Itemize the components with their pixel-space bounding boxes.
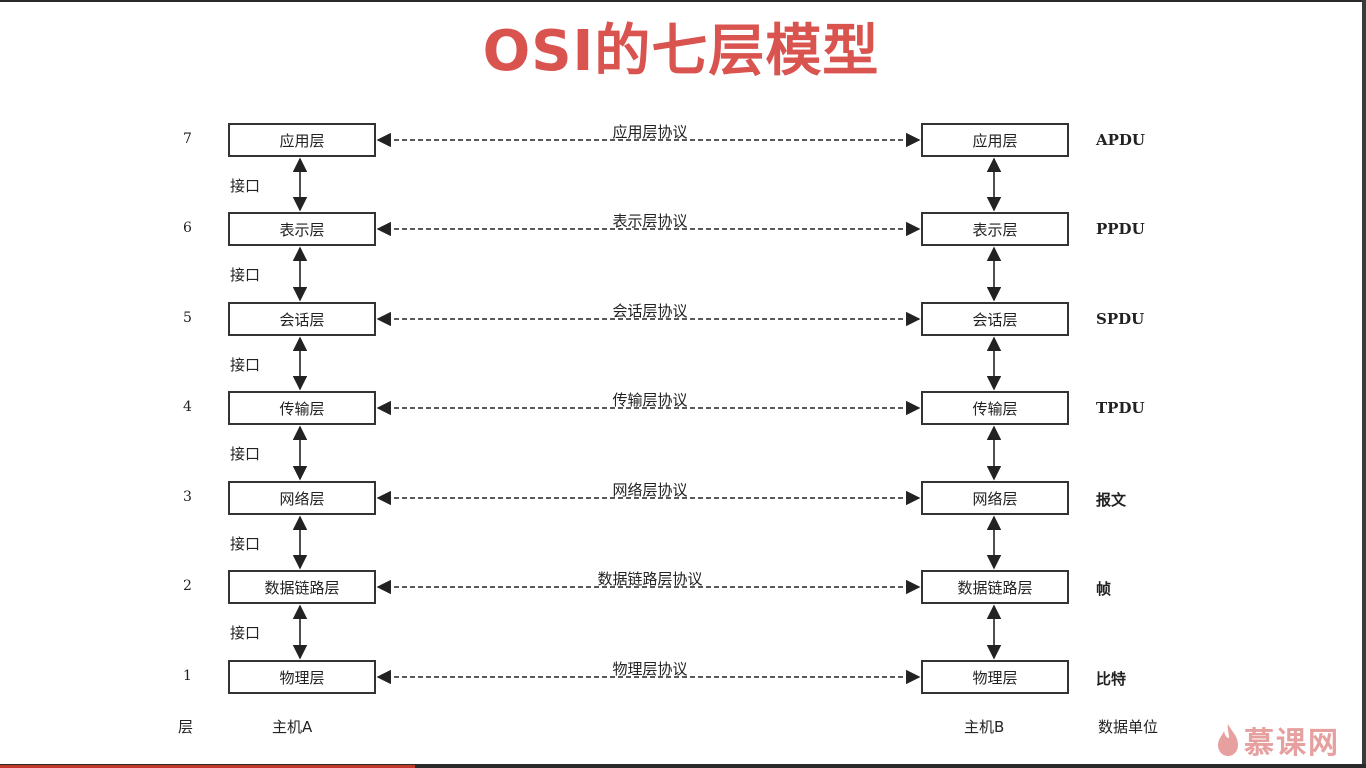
interface-label: 接口 — [230, 624, 261, 642]
host-b-layer-box: 会话层 — [921, 302, 1069, 336]
flame-icon — [1218, 724, 1238, 756]
host-a-layer-box: 会话层 — [228, 302, 376, 336]
data-unit-label: 报文 — [1096, 491, 1127, 509]
interface-label: 接口 — [230, 355, 261, 374]
host-a-layer-box: 数据链路层 — [228, 570, 376, 604]
data-unit-label: PPDU — [1096, 220, 1145, 238]
layer-number: 1 — [183, 668, 192, 684]
interface-label: 接口 — [230, 176, 261, 195]
interface-label: 接口 — [230, 534, 261, 553]
host-a-label: 主机A — [272, 718, 313, 736]
data-unit-column-label: 数据单位 — [1098, 718, 1159, 736]
window-top-border — [0, 0, 1366, 2]
peer-protocol-label: 传输层协议 — [612, 391, 688, 409]
host-a-layer-box: 物理层 — [228, 660, 376, 694]
layer-number: 6 — [183, 220, 192, 236]
window-right-border — [1362, 0, 1366, 768]
host-a-layer-box: 应用层 — [228, 123, 376, 157]
peer-protocol-label: 应用层协议 — [612, 123, 688, 141]
data-unit-label: TPDU — [1096, 399, 1145, 417]
host-b-layer-box: 传输层 — [921, 391, 1069, 425]
layer-number: 7 — [183, 131, 192, 147]
data-unit-label: 比特 — [1096, 670, 1127, 688]
host-a-layer-box: 表示层 — [228, 212, 376, 246]
host-b-layer-box: 网络层 — [921, 481, 1069, 515]
host-b-layer-box: 物理层 — [921, 660, 1069, 694]
host-a-layer-box: 网络层 — [228, 481, 376, 515]
layer-number: 2 — [183, 578, 192, 594]
peer-protocol-label: 会话层协议 — [612, 302, 688, 320]
peer-protocol-label: 物理层协议 — [612, 660, 688, 678]
peer-protocol-label: 表示层协议 — [612, 212, 688, 230]
data-unit-label: SPDU — [1096, 310, 1145, 328]
interface-label: 接口 — [230, 266, 261, 284]
host-b-label: 主机B — [964, 718, 1005, 736]
peer-protocol-label: 网络层协议 — [612, 481, 688, 499]
data-unit-label: 帧 — [1096, 580, 1112, 598]
host-a-layer-box: 传输层 — [228, 391, 376, 425]
layer-number: 3 — [183, 489, 192, 505]
video-progress-track[interactable] — [0, 764, 1366, 768]
slide-title: OSI的七层模型 — [482, 19, 880, 84]
peer-protocol-label: 数据链路层协议 — [597, 570, 703, 588]
host-b-layer-box: 数据链路层 — [921, 570, 1069, 604]
logo-text: 慕课网 — [1244, 726, 1340, 761]
layer-column-label: 层 — [178, 718, 194, 736]
data-unit-label: APDU — [1096, 131, 1146, 149]
video-progress-fill[interactable] — [0, 765, 415, 768]
host-b-layer-box: 表示层 — [921, 212, 1069, 246]
imooc-logo: 慕课网 — [1216, 718, 1346, 762]
host-b-layer-box: 应用层 — [921, 123, 1069, 157]
layer-number: 5 — [183, 310, 192, 326]
layer-number: 4 — [183, 399, 192, 415]
interface-label: 接口 — [230, 445, 261, 463]
